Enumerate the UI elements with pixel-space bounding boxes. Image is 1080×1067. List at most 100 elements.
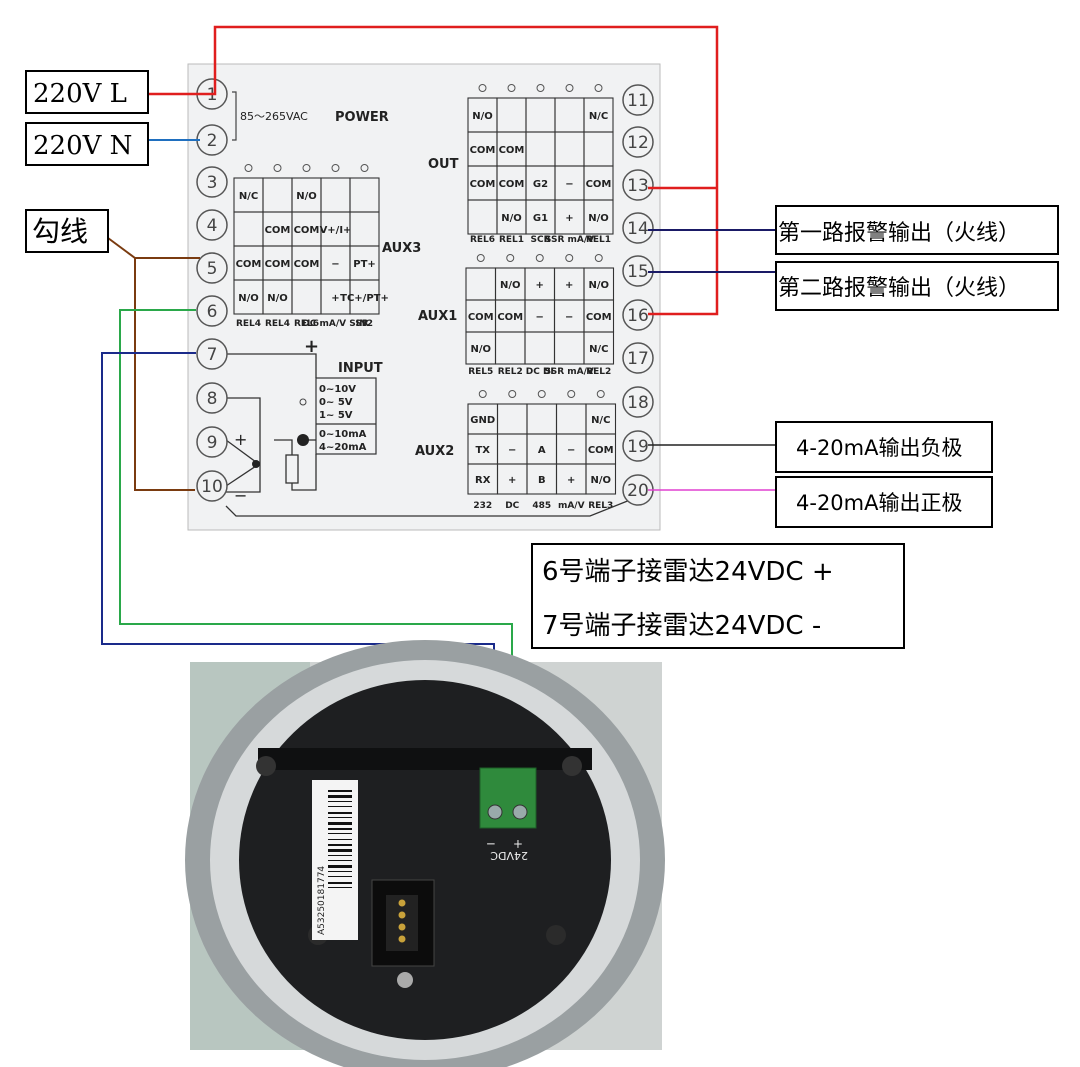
input-plus: +: [304, 336, 319, 357]
out-col-label: SSR mA/V: [545, 235, 594, 245]
aux3-cell: N/O: [238, 293, 259, 304]
aux1-cell: N/C: [589, 344, 608, 355]
aux1-col-label: REL2: [586, 367, 611, 377]
power-heading: POWER: [335, 110, 389, 125]
aux1-cell: −: [536, 312, 544, 323]
out-cell: N/C: [589, 111, 608, 122]
aux2-cell: N/C: [591, 415, 610, 426]
aux3-heading: AUX3: [382, 241, 421, 256]
input-range-4: 4~20mA: [319, 442, 367, 453]
out-cell: N/O: [501, 213, 522, 224]
terminal-18: [622, 386, 654, 418]
aux2-cell: A: [538, 445, 546, 456]
aux2-cell: −: [508, 445, 516, 456]
terminal-17: [622, 342, 654, 374]
neg-label: 4-20mA输出负极: [796, 436, 962, 460]
aux2-indicator: [567, 390, 576, 398]
aux3-indicator: [302, 164, 311, 172]
alarm1-box: [775, 205, 1059, 255]
input-range-0: 0~10V: [319, 384, 356, 395]
terminal-10: [196, 470, 228, 502]
aux2-cell: COM: [588, 445, 614, 456]
aux1-cell: N/O: [588, 280, 609, 291]
controller-panel: [187, 63, 661, 531]
t6-label: 6号端子接雷达24VDC +: [542, 557, 834, 587]
out-indicator: [478, 84, 487, 92]
alarm2-box: [775, 261, 1059, 311]
out-col-label: REL6: [470, 235, 495, 245]
out-cell: COM: [499, 179, 525, 190]
screw-icon: [397, 972, 413, 988]
aux1-indicator: [506, 254, 515, 262]
terminal-number: 16: [627, 306, 649, 326]
terminal-number: 9: [207, 433, 218, 453]
out-cell: COM: [470, 179, 496, 190]
aux2-cell: RX: [475, 475, 491, 486]
aux1-cell: +: [565, 280, 573, 291]
out-indicator: [507, 84, 516, 92]
aux2-indicator: [478, 390, 487, 398]
aux1-col-label: DC DI: [526, 367, 554, 377]
aux3-col-label: REL4: [236, 319, 261, 329]
aux2-heading: AUX2: [415, 444, 454, 459]
aux2-cell: −: [567, 445, 575, 456]
terminal-13: [622, 169, 654, 201]
terminal-4: [196, 209, 228, 241]
out-col-label: REL1: [499, 235, 524, 245]
aux1-heading: AUX1: [418, 309, 457, 324]
aux3-cell: N/C: [239, 191, 258, 202]
aux1-col-label: SSR mA/V: [545, 367, 594, 377]
24vdc-terminal-block: [479, 767, 537, 829]
alarm1-label: 第一路报警输出（火线）: [778, 221, 1020, 246]
aux3-indicator: [273, 164, 282, 172]
thermo-plus: +: [234, 430, 247, 449]
aux3-indicator: [360, 164, 369, 172]
pos-label: 4-20mA输出正极: [796, 491, 962, 515]
out-cell: G1: [533, 213, 548, 224]
aux2-indicator: [537, 390, 546, 398]
t7-label: 7号端子接雷达24VDC -: [542, 611, 821, 641]
terminal-number: 7: [207, 345, 218, 365]
input-range-2: 1~ 5V: [319, 410, 353, 421]
out-cell: −: [565, 179, 573, 190]
input-range-1: 0~ 5V: [319, 397, 353, 408]
out-indicator: [565, 84, 574, 92]
aux2-cell: TX: [475, 445, 490, 456]
terminal-number: 12: [627, 133, 649, 153]
terminal-number: 3: [207, 173, 218, 193]
power-bracket: [232, 91, 237, 141]
terminal-11: [622, 84, 654, 116]
out-heading: OUT: [428, 157, 459, 172]
terminal-3: [196, 166, 228, 198]
aux3-cell: COM: [294, 225, 320, 236]
terminal-9: [196, 426, 228, 458]
aux3-cell: COM: [265, 259, 291, 270]
terminal-number: 20: [627, 481, 649, 501]
pos-box: [775, 476, 993, 528]
aux1-cell: COM: [586, 312, 612, 323]
terminal-number: 8: [207, 389, 218, 409]
aux2-indicator: [508, 390, 517, 398]
out-col-label: REL1: [586, 235, 611, 245]
terminal-number: 17: [627, 349, 649, 369]
out-cell: +: [565, 213, 573, 224]
aux1-cell: +: [536, 280, 544, 291]
out-cell: COM: [470, 145, 496, 156]
input-junction-dot: [252, 460, 260, 468]
input-indicator: [299, 398, 307, 406]
terminal-number: 10: [201, 477, 223, 497]
aux2-col-label: REL3: [588, 501, 613, 511]
aux1-col-label: REL5: [468, 367, 493, 377]
terminal-number: 6: [207, 302, 218, 322]
out-indicator: [594, 84, 603, 92]
terminal-19: [622, 430, 654, 462]
aux3-cell: COM: [265, 225, 291, 236]
connector-minus: −: [486, 837, 496, 851]
aux2-col-label: 232: [473, 501, 492, 511]
terminal-8: [196, 382, 228, 414]
input-junction-blob: [297, 434, 309, 446]
aux1-cell: N/O: [470, 344, 491, 355]
input-circuit: [225, 353, 631, 517]
